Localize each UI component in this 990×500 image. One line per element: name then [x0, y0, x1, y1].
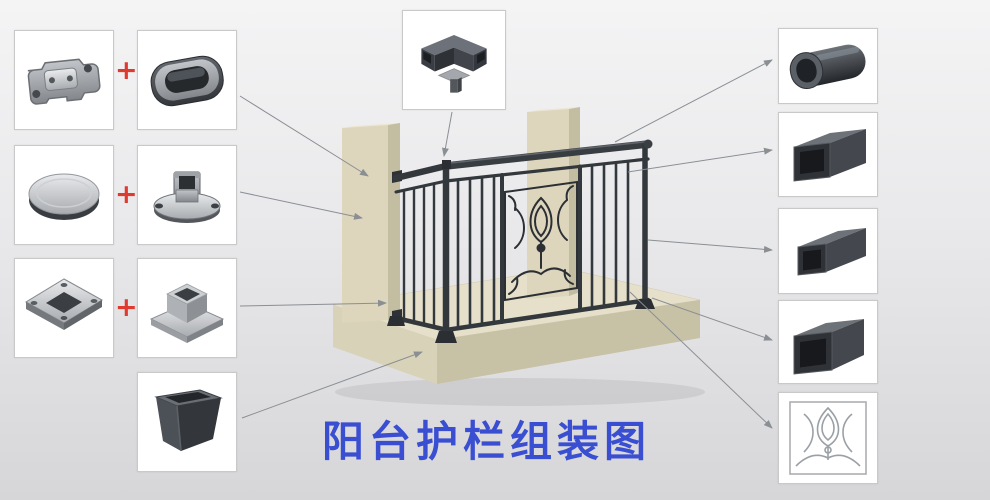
part-box-oval-end-cap — [137, 30, 237, 130]
oval-tube-icon — [789, 44, 866, 90]
part-box-ornamental-panel — [778, 392, 878, 484]
arrow — [651, 297, 773, 341]
balusters — [456, 159, 630, 330]
arrow — [614, 59, 773, 143]
arrow — [627, 147, 773, 173]
left-pillar — [342, 123, 400, 323]
plus-operator: + — [115, 55, 138, 86]
ornamental-panel-installed — [504, 180, 578, 302]
ground-shadow — [335, 378, 705, 406]
post-foot — [435, 331, 457, 343]
part-box-corner-connector — [402, 10, 506, 110]
arrow — [239, 299, 387, 307]
rectangular-tube-icon — [793, 128, 866, 182]
arrow — [239, 191, 363, 220]
plus-operator: + — [115, 179, 138, 210]
part-box-square-embed-sleeve — [137, 372, 237, 472]
page-title: 阳台护栏组装图 — [322, 417, 652, 466]
corner-connector-icon — [421, 35, 487, 93]
part-box-wall-mount-bracket — [14, 30, 114, 130]
ornamental-panel-icon — [789, 401, 867, 475]
leader-arrows — [239, 59, 773, 429]
arrow — [239, 95, 369, 177]
oval-end-cap-icon — [150, 55, 224, 107]
metal-railing — [387, 139, 655, 343]
arrow — [629, 291, 773, 429]
arrow — [441, 111, 453, 157]
part-box-square-base-cover — [137, 258, 237, 358]
right-pillar — [527, 107, 580, 299]
arrow — [241, 351, 423, 419]
part-box-round-cover-disc — [14, 145, 114, 245]
square-base-cover-icon — [149, 283, 225, 343]
square-tube-large-icon — [793, 319, 864, 375]
corner-connector-installed — [442, 160, 451, 169]
square-flange-plate-icon — [25, 278, 103, 330]
square-tube-small-icon — [797, 228, 866, 276]
oval-base-flange-icon — [153, 171, 221, 223]
arrow — [647, 239, 773, 253]
square-embed-sleeve-icon — [154, 389, 223, 452]
part-box-square-tube-large — [778, 300, 878, 384]
part-box-oval-base-flange — [137, 145, 237, 245]
round-cover-disc-icon — [28, 173, 100, 220]
part-box-square-tube-small — [778, 208, 878, 294]
wall-mount-bracket-icon — [27, 58, 101, 105]
part-box-oval-tube — [778, 28, 878, 104]
part-box-square-flange-plate — [14, 258, 114, 358]
plus-operator: + — [115, 292, 138, 323]
part-box-rectangular-tube — [778, 112, 878, 197]
